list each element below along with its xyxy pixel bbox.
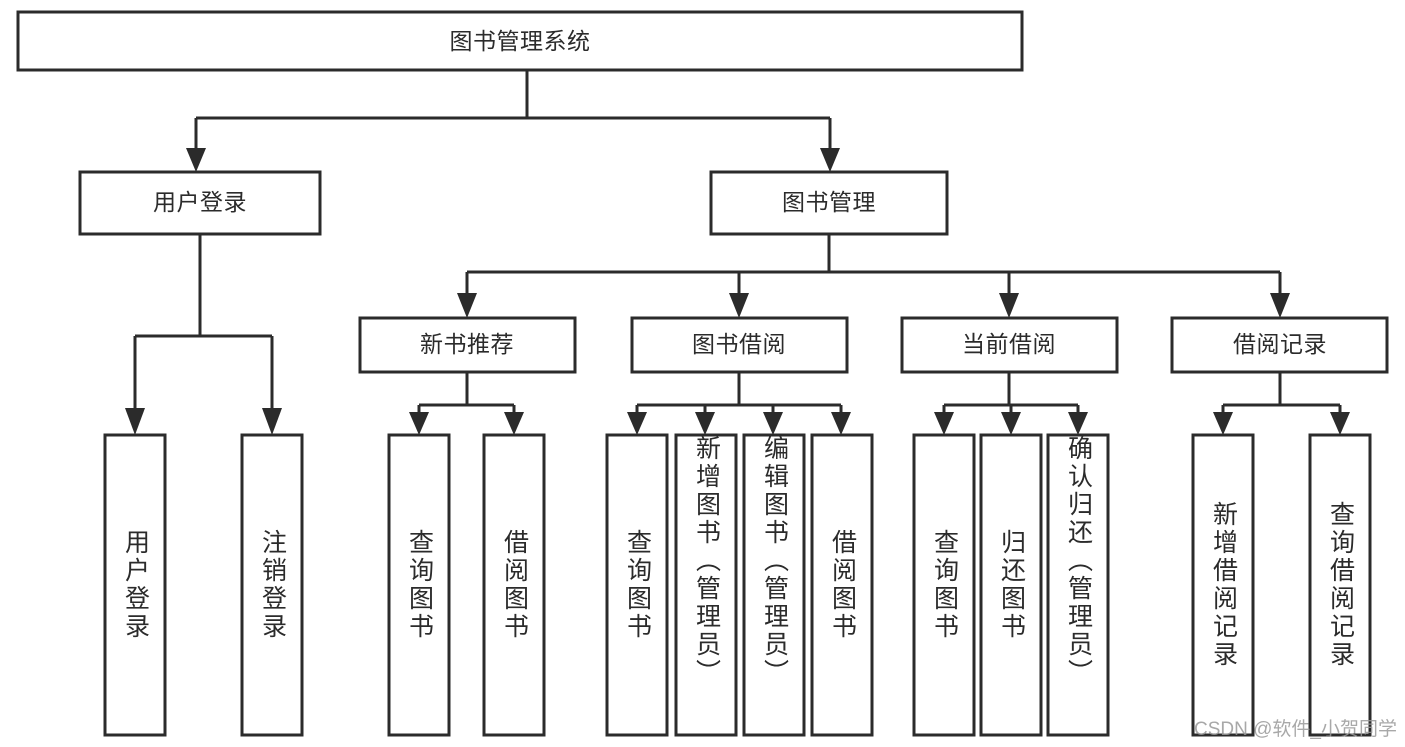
node-new-book-recommend[interactable]: 新书推荐 [358,316,577,374]
arrowhead-borrow-records-leaf2 [1330,412,1350,435]
arrowhead-book-borrow-leaf4 [831,412,851,435]
arrowhead-book-borrow-leaf2 [695,412,715,435]
node-book-borrow[interactable]: 图书借阅 [630,316,849,374]
current-borrow-label: 当前借阅 [962,331,1056,357]
leaf-box-borrow-book-bb[interactable] [810,433,874,737]
arrowhead-borrow-records-leaf1 [1213,412,1233,435]
arrowhead-new-book-leaf1 [409,412,429,435]
connector-book-borrow-to-leaves [627,372,851,435]
arrowhead-to-user-login [186,148,206,172]
arrowhead-current-borrow-leaf1 [934,412,954,435]
node-borrow-records[interactable]: 借阅记录 [1170,316,1389,374]
arrowhead-book-borrow-leaf1 [627,412,647,435]
connector-user-login-to-leaves [125,234,282,435]
leaf-box-logout[interactable] [240,433,304,737]
leaf-box-borrow-book-nb[interactable] [482,433,546,737]
leaf-box-return-book[interactable] [979,433,1043,737]
node-root[interactable]: 图书管理系统 [16,10,1024,72]
user-login-label: 用户登录 [153,189,247,215]
borrow-records-label: 借阅记录 [1233,331,1327,357]
root-box[interactable] [16,10,1024,72]
leaf-box-query-book-cb[interactable] [912,433,976,737]
leaf-box-user-login[interactable] [103,433,167,737]
arrowhead-new-book-leaf2 [504,412,524,435]
new-book-recommend-label: 新书推荐 [420,331,514,357]
connector-book-manage-to-level2 [457,234,1290,318]
connector-new-book-to-leaves [409,372,524,435]
book-borrow-label: 图书借阅 [692,331,786,357]
arrowhead-user-login-leaf2 [262,408,282,435]
connector-current-borrow-to-leaves [934,372,1088,435]
leaf-box-query-book-bb[interactable] [605,433,669,737]
node-current-borrow[interactable]: 当前借阅 [900,316,1119,374]
borrow-records-box[interactable] [1170,316,1389,374]
current-borrow-box[interactable] [900,316,1119,374]
leaf-box-edit-book[interactable] [742,433,806,737]
leaf-box-confirm-return[interactable] [1046,433,1110,737]
arrowhead-current-borrow-leaf3 [1068,412,1088,435]
leaf-box-query-record[interactable] [1308,433,1372,737]
book-borrow-box[interactable] [630,316,849,374]
arrowhead-to-book-borrow [729,293,749,318]
book-manage-box[interactable] [709,170,949,236]
root-label: 图书管理系统 [450,28,591,54]
leaf-box-add-record[interactable] [1191,433,1255,737]
book-manage-label: 图书管理 [782,189,876,215]
new-book-recommend-box[interactable] [358,316,577,374]
node-user-login[interactable]: 用户登录 [78,170,322,236]
connector-root-to-level1 [186,70,840,172]
arrowhead-to-book-manage [820,148,840,172]
leaf-box-add-book[interactable] [674,433,738,737]
arrowhead-to-borrow-records [1270,293,1290,318]
arrowhead-user-login-leaf1 [125,408,145,435]
node-book-manage[interactable]: 图书管理 [709,170,949,236]
arrowhead-to-new-book [457,293,477,318]
arrowhead-current-borrow-leaf2 [1001,412,1021,435]
arrowhead-to-current-borrow [999,293,1019,318]
arrowhead-book-borrow-leaf3 [763,412,783,435]
leaf-box-query-book-nb[interactable] [387,433,451,737]
connector-borrow-records-to-leaves [1213,372,1350,435]
